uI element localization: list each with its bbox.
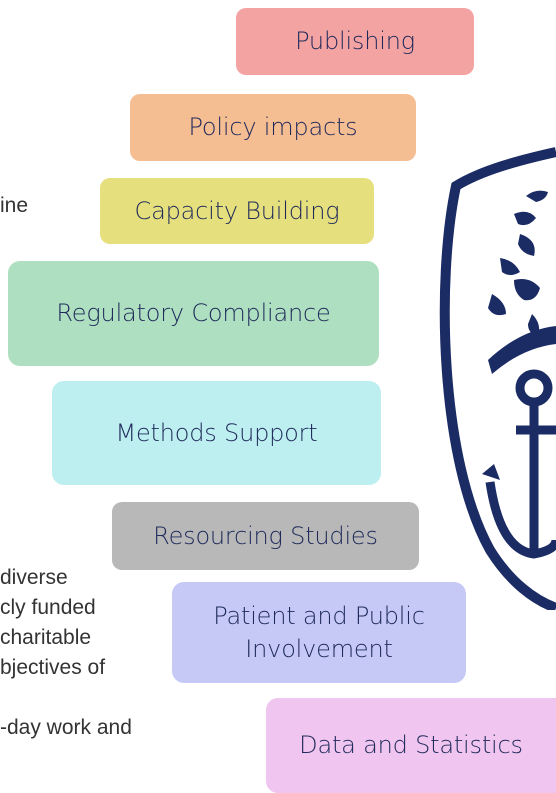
publishing-label: Publishing	[295, 27, 415, 56]
background-text-fragment: charitable	[0, 626, 92, 649]
crest-shield-outline	[439, 147, 556, 610]
policy-impacts-box: Policy impacts	[130, 94, 416, 161]
patient-public-involvement-box: Patient and Public Involvement	[172, 582, 466, 683]
regulatory-compliance-box: Regulatory Compliance	[8, 261, 379, 366]
publishing-box: Publishing	[236, 8, 474, 75]
resourcing-studies-box: Resourcing Studies	[112, 502, 419, 570]
patient-public-involvement-label: Patient and Public Involvement	[213, 602, 425, 663]
crest-lion	[488, 190, 548, 336]
background-text-fragment: cly funded	[0, 596, 96, 619]
methods-support-box: Methods Support	[52, 381, 381, 485]
policy-impacts-label: Policy impacts	[188, 113, 358, 142]
background-text-fragment: diverse	[0, 566, 68, 589]
capacity-building-box: Capacity Building	[100, 178, 374, 244]
background-text-fragment: bjectives of	[0, 656, 106, 679]
resourcing-studies-label: Resourcing Studies	[153, 521, 378, 550]
background-text-fragment: -day work and	[0, 716, 132, 739]
methods-support-label: Methods Support	[115, 418, 318, 447]
crest-emblem-icon	[439, 147, 556, 610]
data-statistics-label: Data and Statistics	[299, 731, 523, 760]
crest-band	[488, 326, 556, 374]
data-statistics-box: Data and Statistics	[266, 698, 556, 793]
capacity-building-label: Capacity Building	[134, 196, 340, 225]
crest-anchor	[485, 369, 556, 559]
background-text-fragment: ine	[0, 194, 29, 217]
regulatory-compliance-label: Regulatory Compliance	[56, 299, 331, 328]
